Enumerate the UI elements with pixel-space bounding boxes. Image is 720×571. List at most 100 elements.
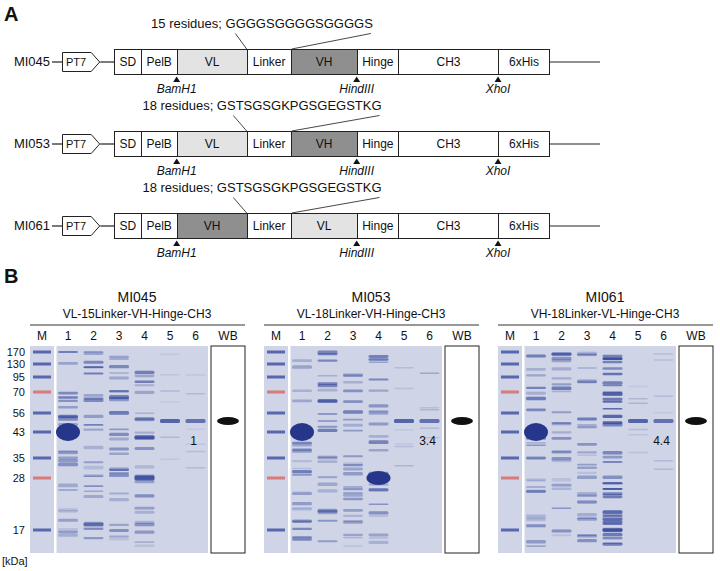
gel-band <box>109 395 129 399</box>
gel-divider <box>522 346 525 553</box>
gel-band <box>577 501 597 504</box>
marker-band <box>33 376 51 379</box>
gel-band <box>603 456 623 459</box>
gel-band <box>343 430 363 432</box>
gel-band <box>552 367 572 370</box>
gel-band <box>84 399 104 402</box>
gel-band <box>318 476 338 478</box>
gel-band <box>84 537 104 539</box>
restriction-site: HindIII <box>339 83 374 97</box>
lane-label: WB <box>452 330 471 344</box>
gel-band <box>654 396 674 398</box>
gel-band <box>603 537 623 539</box>
lane-label: 3 <box>584 330 591 344</box>
yield-value: 4.4 <box>653 435 670 449</box>
gel-band <box>552 423 572 425</box>
gel-band <box>369 440 389 444</box>
box-label: PelB <box>146 56 171 68</box>
gel-band <box>394 367 414 369</box>
gel-band <box>552 437 572 440</box>
gel-band <box>84 485 104 487</box>
marker-band <box>267 351 285 354</box>
gel-band <box>58 396 78 399</box>
gel-band <box>526 354 546 357</box>
gel-band <box>135 432 155 434</box>
marker-band <box>267 431 285 434</box>
restriction-site: XhoI <box>486 247 511 261</box>
gel-band <box>318 389 338 392</box>
marker-size: 95 <box>13 371 25 384</box>
gel-band <box>343 488 363 490</box>
lane-label: 2 <box>324 330 331 344</box>
dna-line <box>550 61 600 62</box>
gel-band <box>552 460 572 462</box>
gel-band <box>603 408 623 410</box>
restriction-site: HindIII <box>339 165 374 179</box>
gel-band <box>603 361 623 364</box>
lane-label: 5 <box>401 330 408 344</box>
box-label: PT7 <box>66 57 86 68</box>
box-label: PT7 <box>66 221 86 232</box>
gel-band <box>526 490 546 493</box>
gel-band <box>135 476 155 481</box>
gel-band <box>577 492 597 495</box>
marker-band <box>33 431 51 434</box>
gel-band <box>84 475 104 477</box>
lane-label: 4 <box>375 330 382 344</box>
gel-band <box>160 353 180 355</box>
gel-band <box>577 367 597 369</box>
gel-band <box>420 427 440 429</box>
gel-band <box>318 426 338 428</box>
gel-band <box>109 474 129 478</box>
pelb-box: PelB <box>141 213 178 239</box>
dna-connector <box>100 61 114 62</box>
gel-band <box>577 472 597 474</box>
gel-band <box>526 368 546 371</box>
blot-band <box>451 417 473 425</box>
gel-title: MI053 <box>352 289 391 305</box>
construct-layout: VL-18Linker-VH-Hinge-CH3 <box>297 308 446 322</box>
western-blot <box>445 346 479 553</box>
gel-band <box>603 492 623 495</box>
gel-band <box>58 415 78 418</box>
site-marker <box>173 77 180 83</box>
gel-band <box>186 374 206 376</box>
gel-band <box>526 540 546 544</box>
gel-band <box>135 521 155 524</box>
gel-band <box>343 520 363 522</box>
marker-band <box>267 391 285 394</box>
marker-band <box>501 376 519 379</box>
gel-band <box>58 528 78 530</box>
gel-band <box>603 401 623 403</box>
gel-band <box>552 390 572 392</box>
marker-band <box>501 391 519 394</box>
sd-box: SD <box>114 49 142 75</box>
gel-band <box>318 429 338 432</box>
box-label: Linker <box>253 138 286 150</box>
gel-band <box>526 545 546 547</box>
gel-band <box>654 359 674 361</box>
gel-band <box>343 419 363 421</box>
box-label: PelB <box>146 220 171 232</box>
linker-box: Linker <box>247 213 292 239</box>
gel-band <box>343 390 363 393</box>
blot-band <box>217 417 239 425</box>
gel-band <box>135 545 155 547</box>
western-blot <box>679 346 713 553</box>
promoter-arrow: PT7 <box>62 134 100 154</box>
box-label: VH <box>316 56 333 68</box>
gel-band <box>318 509 338 512</box>
gel-band <box>109 438 129 441</box>
gel-band <box>318 461 338 463</box>
box-label: CH3 <box>437 56 461 68</box>
gel-image <box>264 346 442 553</box>
gel-band <box>526 387 546 389</box>
gel-band <box>603 393 623 395</box>
gel-band <box>420 372 440 374</box>
gel-divider <box>54 346 57 553</box>
overexpressed-band <box>290 423 314 441</box>
gel-band <box>603 415 623 418</box>
box-label: 6xHis <box>509 138 539 150</box>
gel-band <box>135 391 155 394</box>
gel-band <box>58 456 78 459</box>
